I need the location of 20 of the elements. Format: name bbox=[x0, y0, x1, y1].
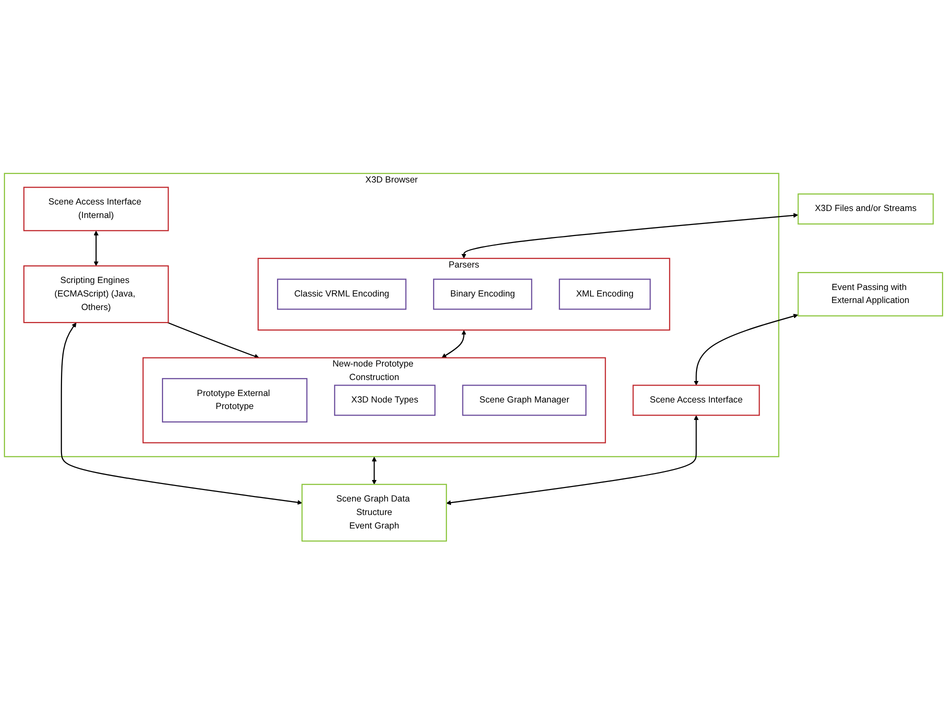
arrow bbox=[60, 322, 302, 505]
node-box: Event Passing with External Application bbox=[798, 272, 944, 316]
node-box: Binary Encoding bbox=[433, 278, 532, 310]
arrow bbox=[446, 415, 699, 505]
node-box: X3D Files and/or Streams bbox=[798, 193, 934, 224]
node-box: Scene Graph Manager bbox=[462, 384, 586, 416]
node-box: Scene Graph Data Structure Event Graph bbox=[301, 484, 447, 542]
arrow bbox=[372, 456, 377, 484]
arrow bbox=[442, 330, 466, 358]
node-box: Prototype External Prototype bbox=[162, 378, 308, 422]
node-box: XML Encoding bbox=[558, 278, 651, 310]
node-box: Scripting Engines (ECMAScript) (Java, Others) bbox=[23, 265, 169, 323]
node-box: Classic VRML Encoding bbox=[277, 278, 406, 310]
arrow bbox=[167, 322, 260, 358]
arrow bbox=[461, 212, 798, 258]
node-box: X3D Node Types bbox=[334, 384, 436, 416]
node-box: Scene Access Interface (Internal) bbox=[23, 186, 169, 231]
node-box: Scene Access Interface bbox=[632, 384, 760, 416]
arrow bbox=[94, 230, 99, 266]
arrow bbox=[694, 314, 798, 386]
